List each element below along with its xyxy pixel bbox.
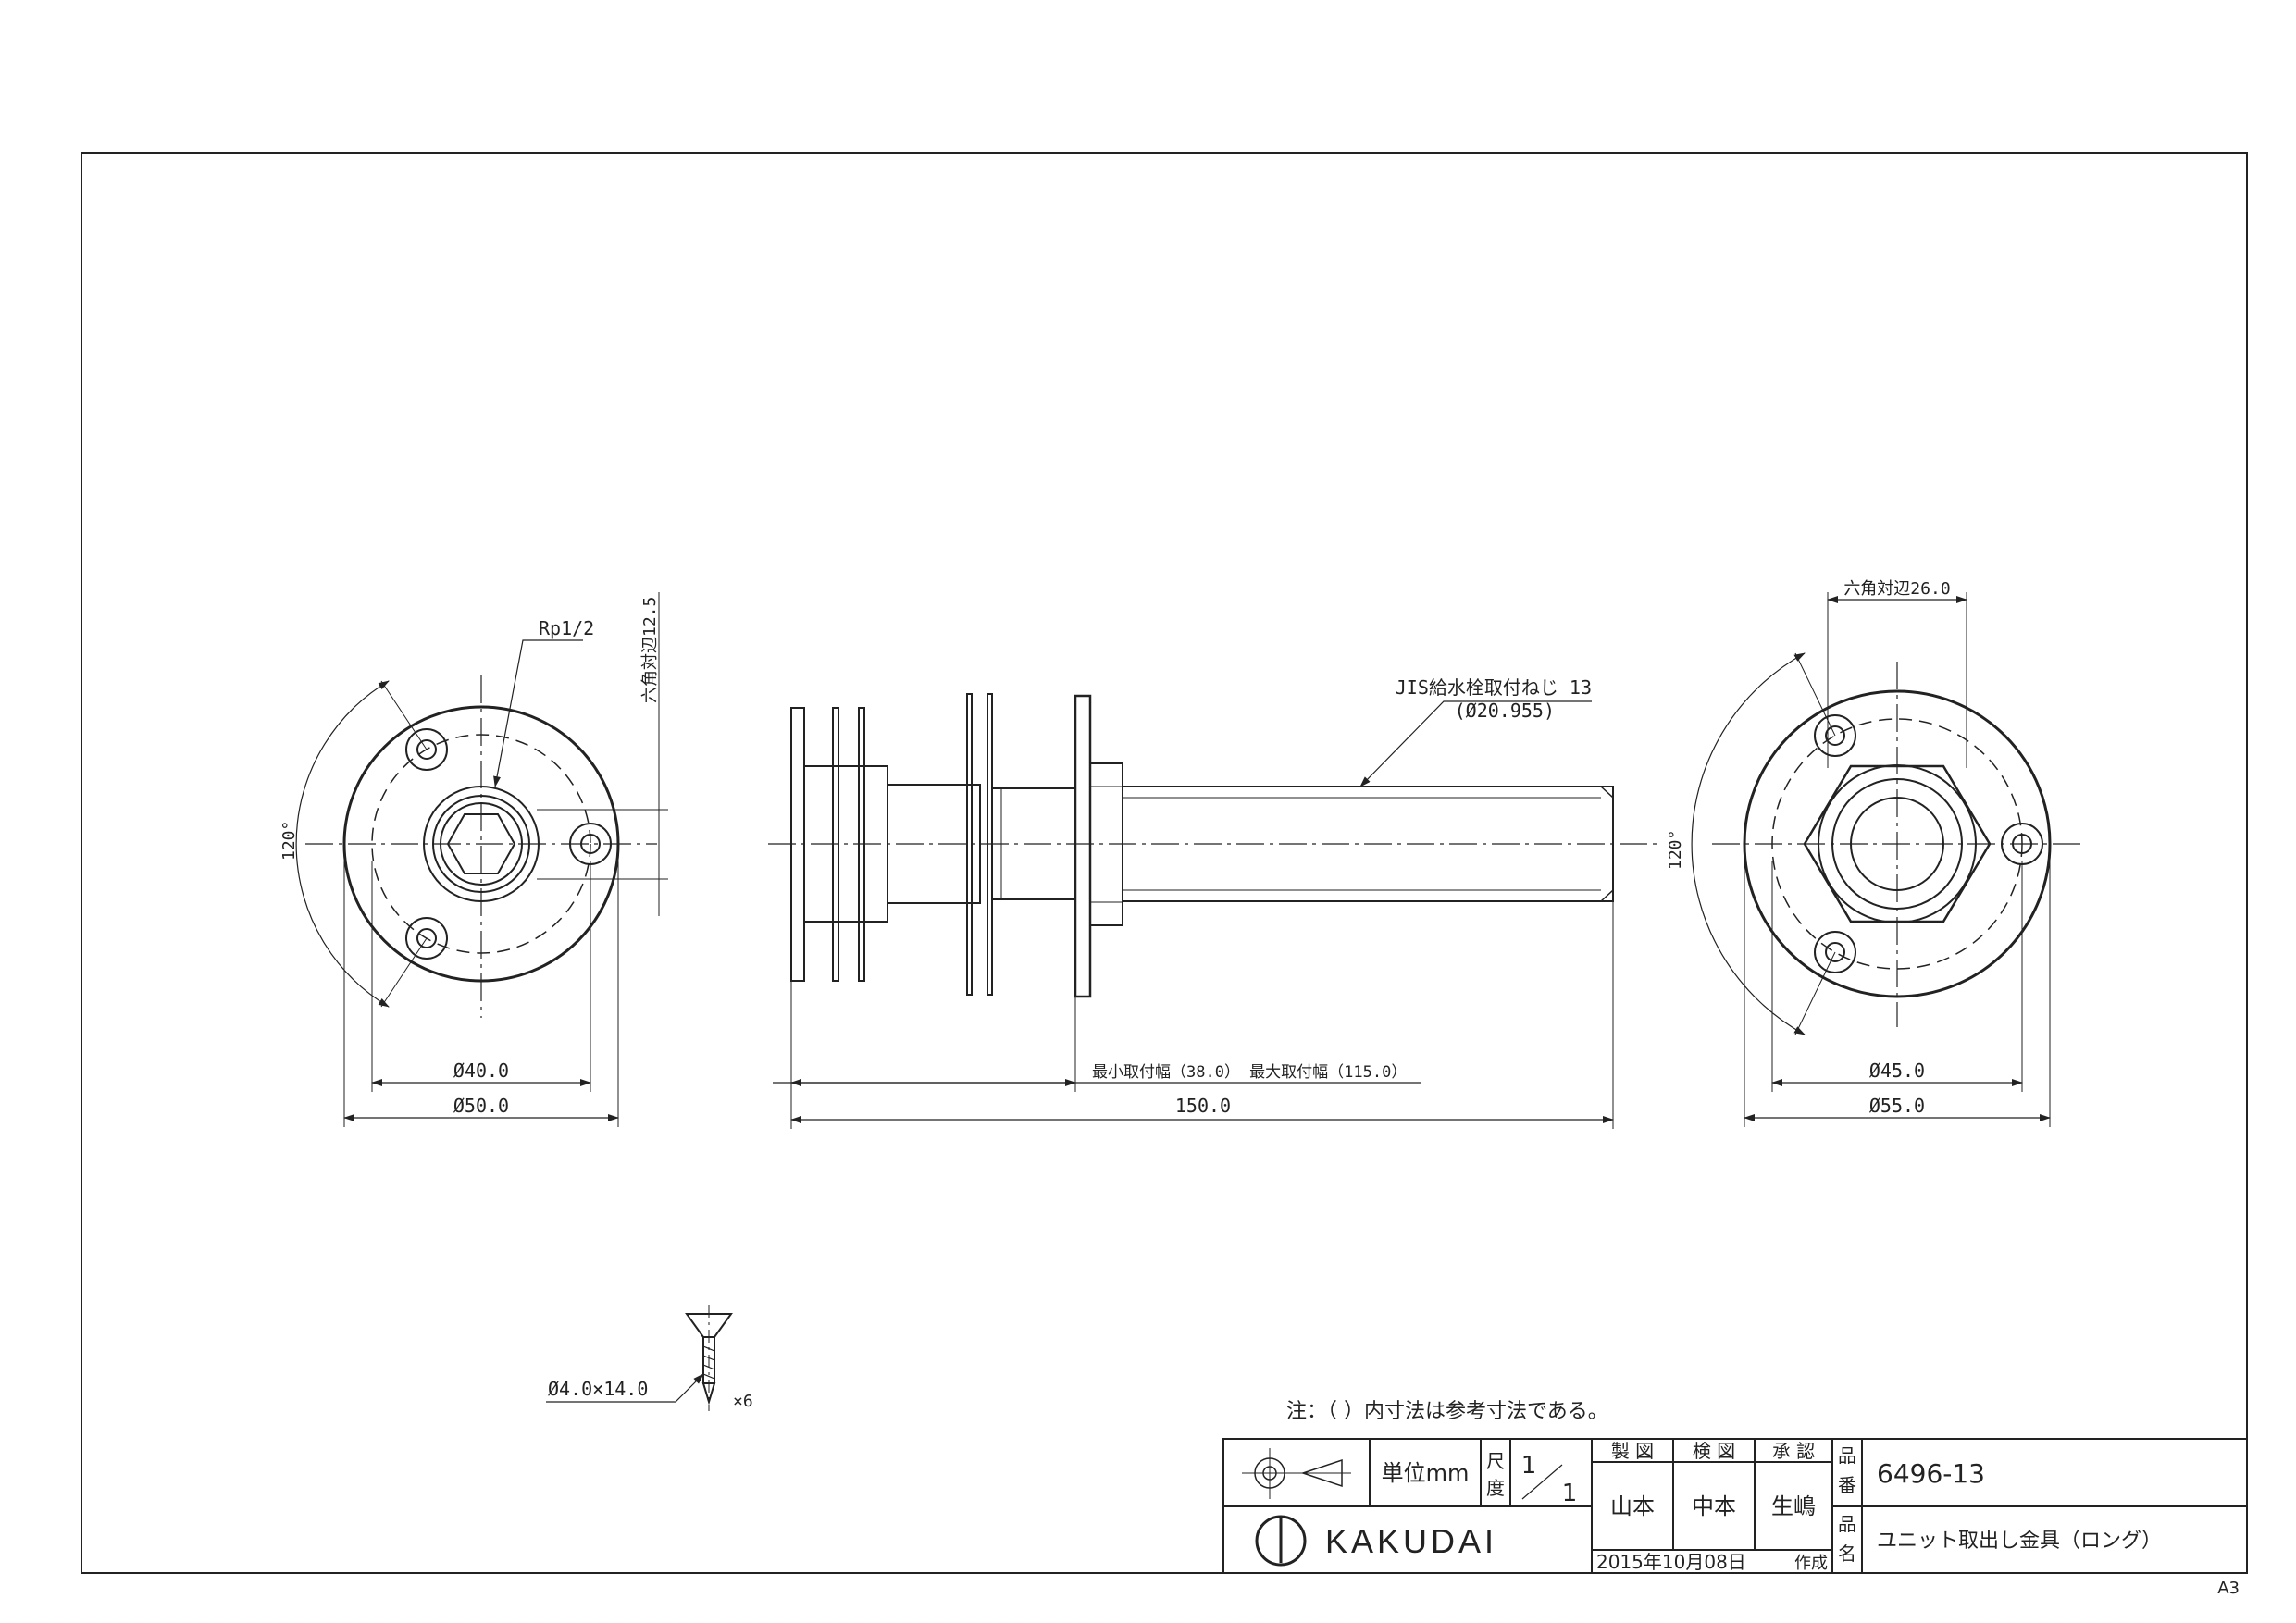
screw-qty-label: ×6 (733, 1392, 753, 1411)
part-no: 6496-13 (1877, 1458, 1985, 1489)
screw-detail (546, 1305, 733, 1411)
title-block (1222, 1438, 2248, 1574)
right-end-view (1691, 592, 2082, 1127)
left-end-view (295, 592, 668, 1127)
scale-den: 1 (1562, 1480, 1578, 1507)
approved-by: 生嶋 (1771, 1493, 1816, 1519)
drawn-label: 製 図 (1611, 1440, 1654, 1462)
screw-size-label: Ø4.0×14.0 (548, 1378, 648, 1400)
approved-label: 承 認 (1772, 1440, 1815, 1462)
drawing-date: 2015年10月08日 (1596, 1551, 1746, 1573)
left-inner-dia-label: Ø40.0 (453, 1059, 509, 1082)
scale-label-2: 度 (1486, 1477, 1505, 1499)
side-thread-label: JIS給水栓取付ねじ 13 (1396, 676, 1592, 699)
right-outer-dia-label: Ø55.0 (1869, 1095, 1925, 1117)
side-length-label: 150.0 (1175, 1095, 1231, 1117)
part-name-label-2: 名 (1838, 1542, 1856, 1565)
left-thread-label: Rp1/2 (539, 617, 594, 639)
part-no-label-2: 番 (1838, 1474, 1856, 1496)
unit-label: 単位mm (1382, 1460, 1470, 1486)
left-hex-label: 六角対辺12.5 (640, 597, 660, 703)
logo-text: KAKUDAI (1325, 1522, 1497, 1560)
created-label: 作成 (1794, 1554, 1828, 1573)
scale-label-1: 尺 (1486, 1450, 1505, 1472)
right-hex-label: 六角対辺26.0 (1843, 579, 1950, 599)
reference-note: 注：（ ）内寸法は参考寸法である。 (1286, 1400, 1608, 1423)
sheet-size-label: A3 (2217, 1579, 2240, 1598)
side-width-label: 最小取付幅（38.0） 最大取付幅（115.0） (1092, 1063, 1407, 1082)
scale-num: 1 (1521, 1452, 1537, 1480)
title-block-text: 単位mm 尺 度 1 1 製 図 検 図 承 認 山本 中本 生嶋 品 番 64… (1325, 1440, 2162, 1573)
right-angle-label: 120° (1666, 830, 1685, 870)
sheet-border (81, 152, 2248, 1574)
right-inner-dia-label: Ø45.0 (1869, 1059, 1925, 1082)
left-angle-label: 120° (279, 821, 299, 861)
part-no-label-1: 品 (1838, 1444, 1856, 1467)
side-thread-dia-label: (Ø20.955) (1455, 700, 1555, 722)
part-name: ユニット取出し金具（ロング） (1877, 1530, 2162, 1553)
part-name-label-1: 品 (1838, 1513, 1856, 1535)
side-view (768, 693, 1657, 1129)
checked-label: 検 図 (1693, 1440, 1735, 1462)
left-outer-dia-label: Ø50.0 (453, 1095, 509, 1117)
drawn-by: 山本 (1610, 1493, 1655, 1519)
checked-by: 中本 (1692, 1493, 1736, 1519)
